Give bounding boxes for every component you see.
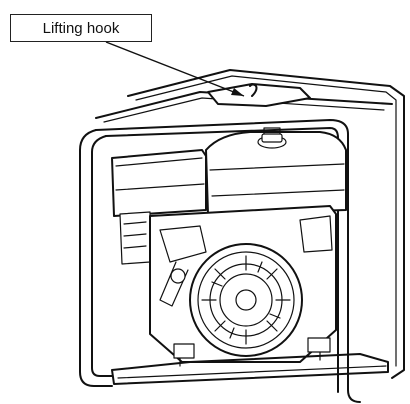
base-plate [111,337,389,385]
arrowhead-icon [231,88,244,96]
callout-label: Lifting hook [10,14,152,42]
recoil-starter [189,243,303,357]
air-filter [111,149,207,265]
rear-frame [127,69,405,379]
fuel-tank [205,127,347,215]
lifting-hook-icon [249,83,258,97]
callout-leader [105,41,245,97]
top-frame [95,83,393,123]
